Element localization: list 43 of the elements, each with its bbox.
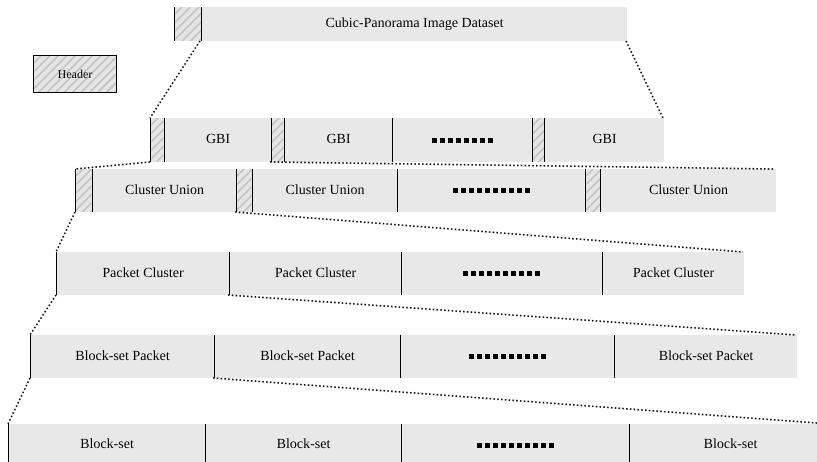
zoom-line xyxy=(55,212,76,252)
segment: GBI xyxy=(164,118,271,162)
segment: Block-set xyxy=(629,424,817,462)
header-segment xyxy=(236,169,252,212)
ellipsis-segment xyxy=(401,424,629,462)
segment-row xyxy=(8,424,817,462)
header-segment xyxy=(76,169,92,212)
segment: Block-set xyxy=(205,424,401,462)
zoom-line xyxy=(212,377,817,425)
segment: Block-set Packet xyxy=(214,335,400,378)
segment: Cluster Union xyxy=(92,169,236,212)
segment: GBI xyxy=(284,118,392,162)
segment-row xyxy=(75,169,775,212)
zoom-line xyxy=(7,378,31,424)
segment-row xyxy=(56,252,743,295)
zoom-line xyxy=(270,161,776,170)
segment: GBI xyxy=(544,118,664,162)
segment: Packet Cluster xyxy=(229,252,401,295)
segment: Cluster Union xyxy=(600,169,776,212)
zoom-line xyxy=(625,40,664,118)
segment: Block-set Packet xyxy=(614,335,797,378)
segment-row xyxy=(30,335,796,378)
zoom-line xyxy=(234,211,744,253)
zoom-line xyxy=(228,294,796,336)
ellipsis-segment xyxy=(401,252,602,295)
segment: Block-set Packet xyxy=(31,335,214,378)
segment: Packet Cluster xyxy=(602,252,744,295)
zoom-line xyxy=(29,294,57,336)
header-segment xyxy=(151,118,164,162)
header-segment xyxy=(271,118,284,162)
segment: Packet Cluster xyxy=(57,252,229,295)
segment: Cubic-Panorama Image Dataset xyxy=(201,7,627,41)
segment: Cluster Union xyxy=(252,169,397,212)
ellipsis-segment xyxy=(397,169,585,212)
zoom-line xyxy=(149,40,201,118)
header-segment xyxy=(532,118,544,162)
zoom-line xyxy=(74,161,150,170)
header-segment xyxy=(585,169,600,212)
header-legend-box: Header xyxy=(33,55,117,93)
header-segment xyxy=(175,7,201,41)
ellipsis-segment xyxy=(400,335,614,378)
segment-row xyxy=(150,118,663,162)
ellipsis-segment xyxy=(392,118,532,162)
